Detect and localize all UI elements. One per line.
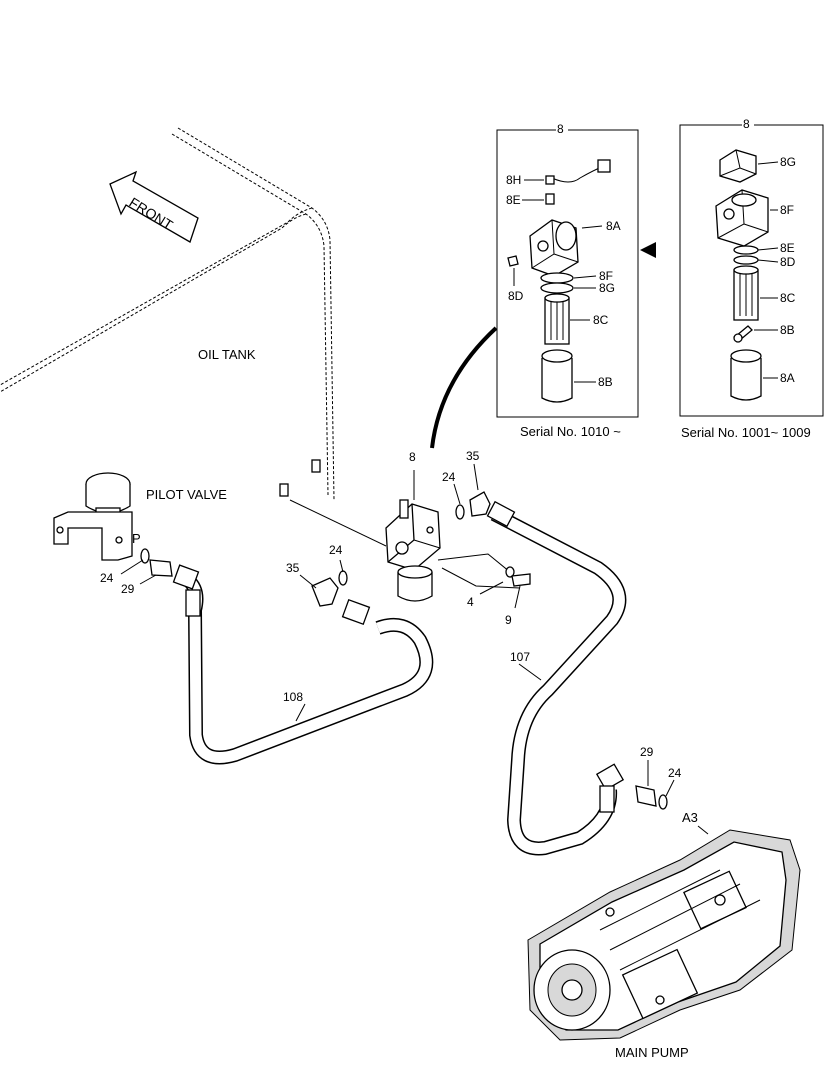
port-p-label: P bbox=[132, 531, 141, 546]
port-a3-label: A3 bbox=[682, 810, 698, 825]
label-8e: 8E bbox=[506, 193, 521, 207]
filter-assembly: 8 bbox=[289, 450, 521, 602]
label-old-8g: 8G bbox=[780, 155, 796, 169]
washer-and-bolt: 4 9 bbox=[467, 566, 531, 627]
callout-108: 108 bbox=[283, 690, 303, 704]
callout-8-box-new: 8 bbox=[557, 122, 564, 136]
callout-9: 9 bbox=[505, 613, 512, 627]
mount-bracket bbox=[279, 459, 321, 497]
hose-107: 107 bbox=[486, 500, 627, 856]
label-old-8c: 8C bbox=[780, 291, 796, 305]
detail-connector bbox=[430, 326, 498, 449]
label-old-8e: 8E bbox=[780, 241, 795, 255]
main-pump-label: MAIN PUMP bbox=[615, 1045, 689, 1060]
front-arrow: FRONT bbox=[109, 170, 199, 243]
label-8h: 8H bbox=[506, 173, 521, 187]
serial-new-label: Serial No. 1010 ~ bbox=[520, 424, 621, 439]
right-elbow-fitting: 24 35 bbox=[442, 449, 491, 520]
callout-4: 4 bbox=[467, 595, 474, 609]
label-old-8f: 8F bbox=[780, 203, 794, 217]
label-old-8d: 8D bbox=[780, 255, 796, 269]
detail-box-new: 8 8H 8E 8A 8F bbox=[496, 122, 639, 439]
pointer-arrow-icon bbox=[640, 242, 656, 258]
callout-29-pump: 29 bbox=[640, 745, 654, 759]
serial-old-label: Serial No. 1001~ 1009 bbox=[681, 425, 811, 440]
pilot-fittings: 24 29 bbox=[100, 548, 173, 596]
oil-tank-label: OIL TANK bbox=[198, 347, 256, 362]
pilot-valve-label: PILOT VALVE bbox=[146, 487, 227, 502]
left-elbow-fitting: 35 24 bbox=[286, 543, 348, 607]
label-old-8b: 8B bbox=[780, 323, 795, 337]
label-8c: 8C bbox=[593, 313, 609, 327]
label-8a: 8A bbox=[606, 219, 621, 233]
label-old-8a: 8A bbox=[780, 371, 795, 385]
pump-fittings: 29 24 A3 bbox=[635, 745, 709, 835]
pilot-valve: PILOT VALVE P bbox=[53, 472, 227, 561]
callout-107: 107 bbox=[510, 650, 530, 664]
callout-24-left: 24 bbox=[329, 543, 343, 557]
callout-24-right: 24 bbox=[442, 470, 456, 484]
hose-108: 108 bbox=[172, 564, 434, 765]
label-8d: 8D bbox=[508, 289, 524, 303]
callout-8-box-old: 8 bbox=[743, 117, 750, 131]
callout-24-pilot: 24 bbox=[100, 571, 114, 585]
callout-35-left: 35 bbox=[286, 561, 300, 575]
label-8f: 8F bbox=[599, 269, 613, 283]
label-8g: 8G bbox=[599, 281, 615, 295]
oil-tank: OIL TANK bbox=[0, 127, 335, 501]
callout-29-pilot: 29 bbox=[121, 582, 135, 596]
main-pump: MAIN PUMP bbox=[527, 829, 801, 1060]
callout-8-filter: 8 bbox=[409, 450, 416, 464]
callout-24-pump: 24 bbox=[668, 766, 682, 780]
callout-35-right: 35 bbox=[466, 449, 480, 463]
detail-box-old: 8 8G 8F 8E 8D 8C 8B 8A bbox=[679, 117, 824, 440]
label-8b: 8B bbox=[598, 375, 613, 389]
